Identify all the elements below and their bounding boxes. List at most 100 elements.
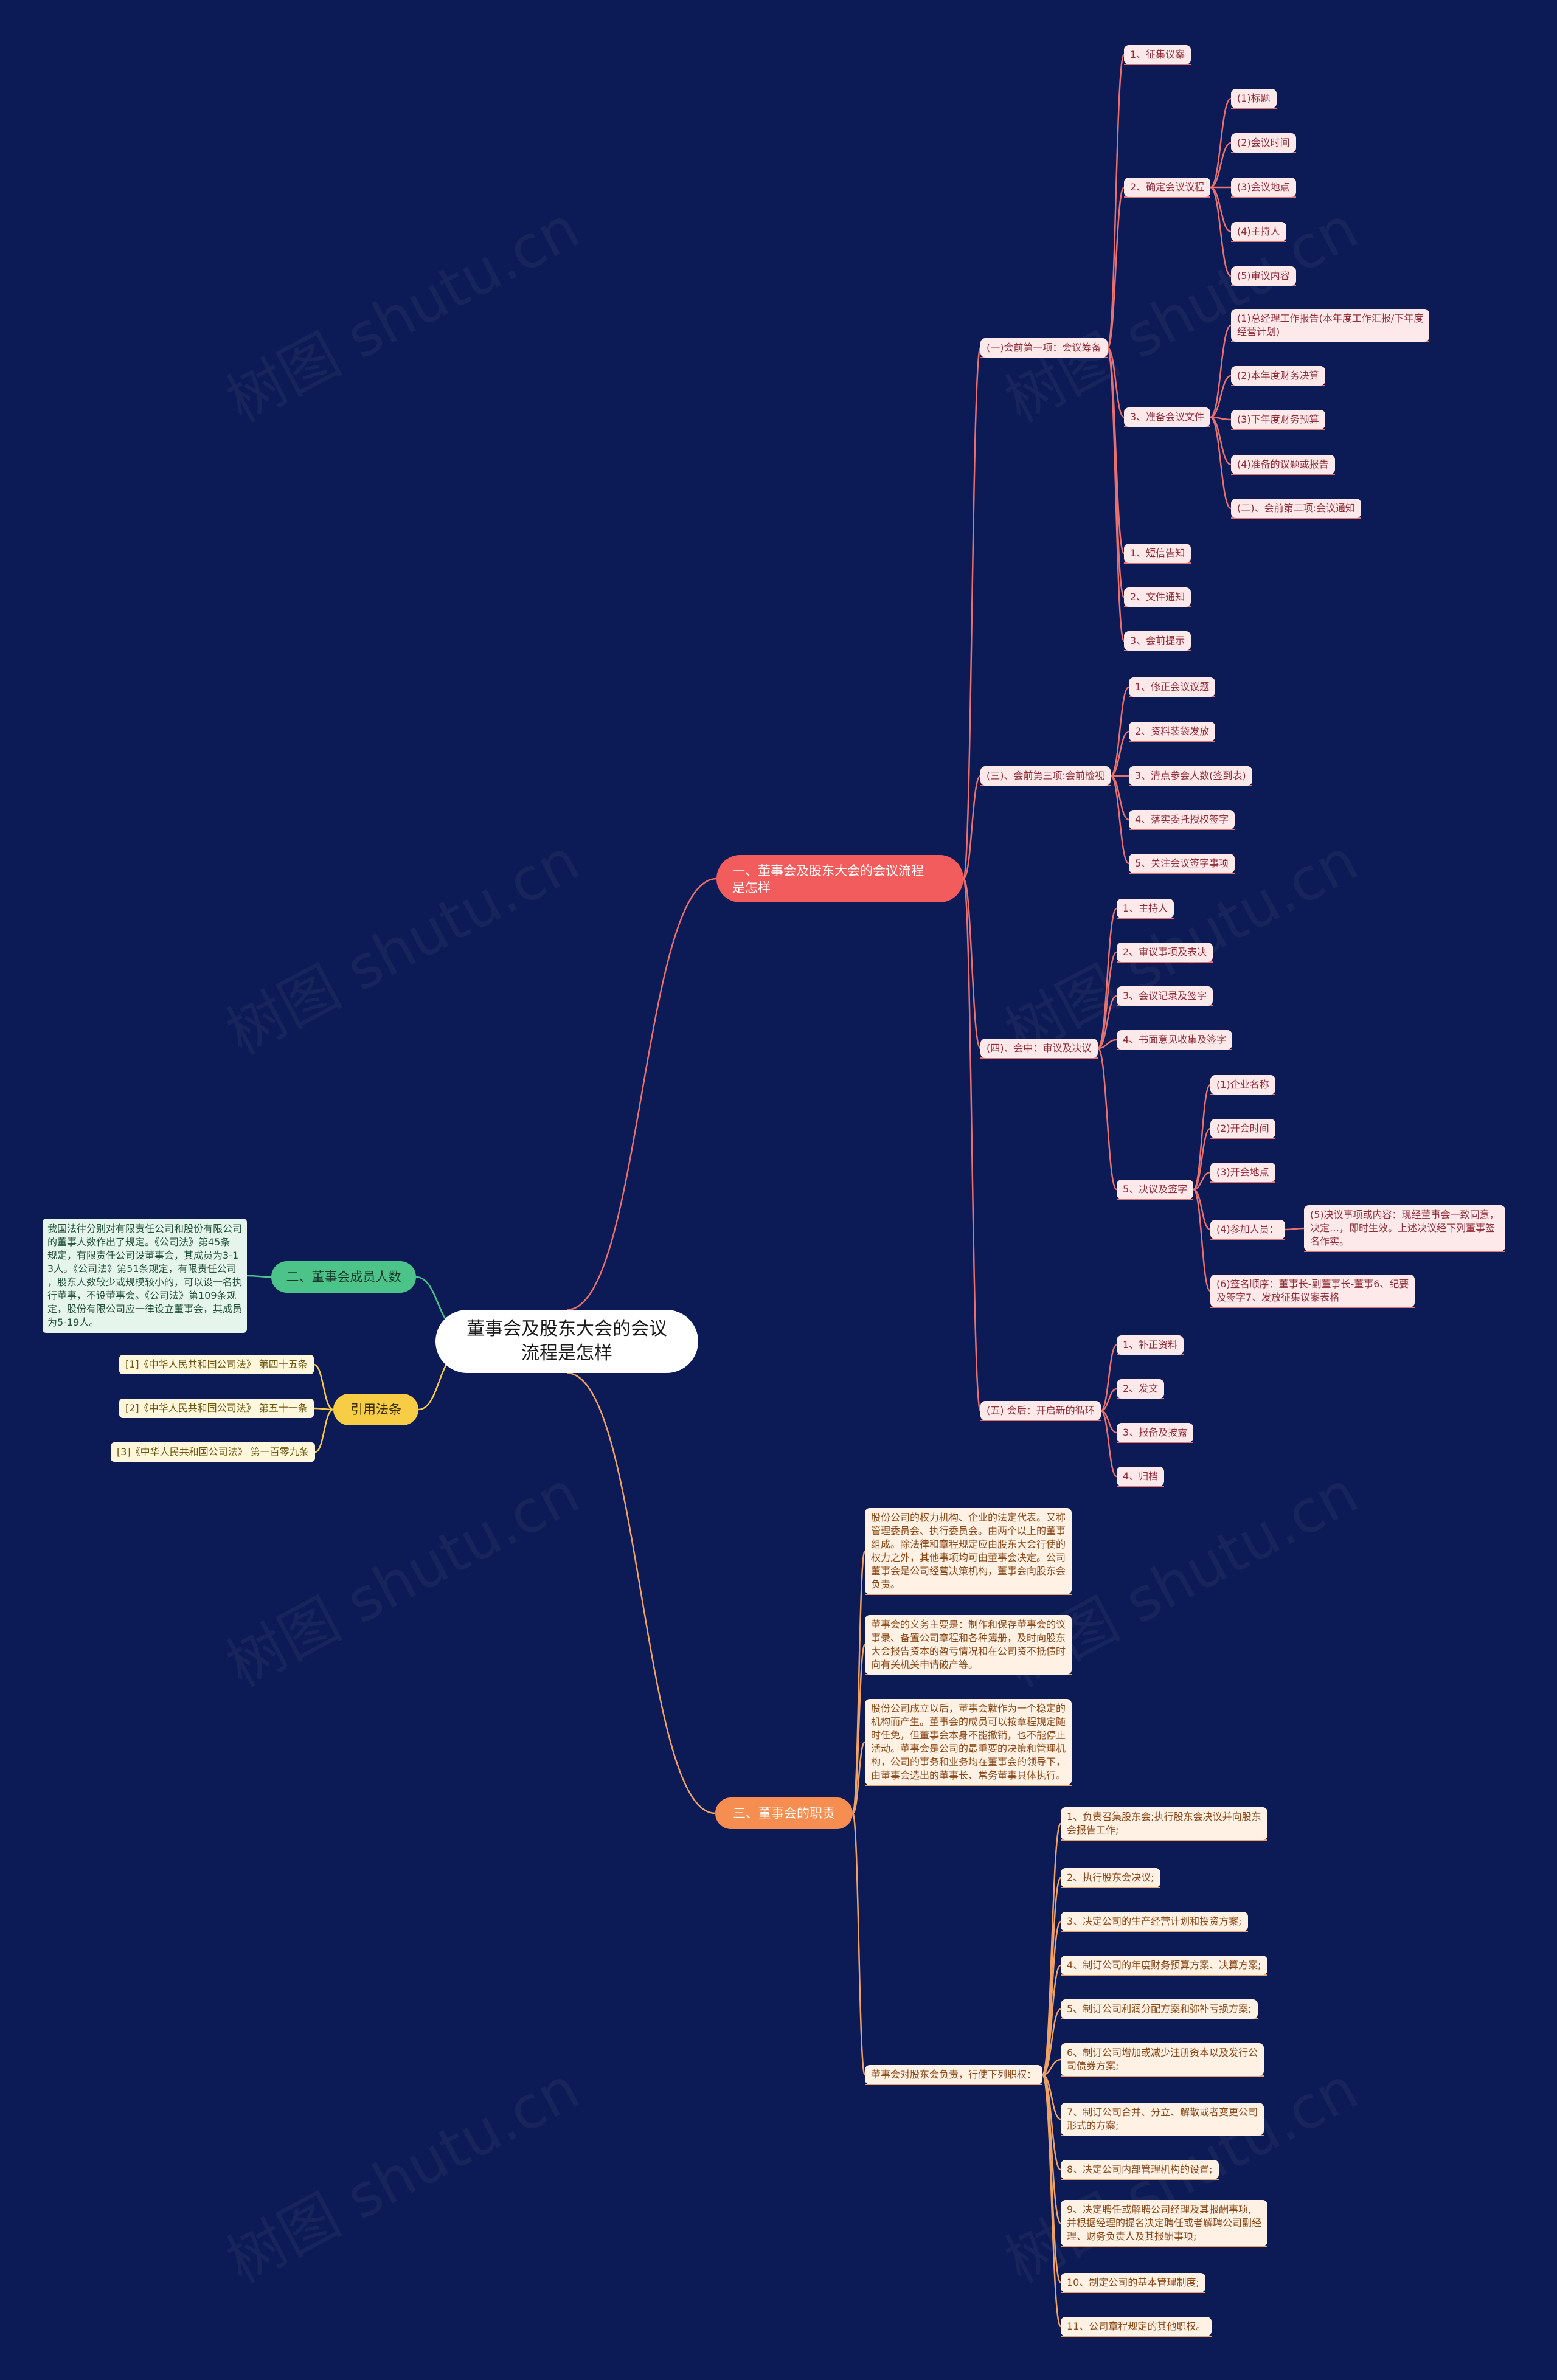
resolution-content[interactable]: (5)决议事项或内容：现经董事会一致同意， 决定…，即时生效。上述决议经下列董事… (1304, 1205, 1505, 1251)
connector-line (1210, 375, 1232, 418)
meeting-item[interactable]: 5、决议及签字 (1117, 1180, 1194, 1199)
duty-item[interactable]: 11、公司章程规定的其他职权。 (1061, 2317, 1212, 2336)
duties-paragraph: 股份公司的权力机构、企业的法定代表。又称 管理委员会、执行委员会。由两个以上的董… (865, 1508, 1072, 1594)
duty-item[interactable]: 10、制定公司的基本管理制度; (1061, 2273, 1205, 2292)
prep-item[interactable]: 3、会前提示 (1124, 631, 1191, 651)
duty-item[interactable]: 2、执行股东会决议; (1061, 1868, 1160, 1887)
duty-item[interactable]: 7、制订公司合并、分立、解散或者变更公司 形式的方案; (1061, 2103, 1264, 2136)
connector-line (1192, 1084, 1212, 1191)
duties-header[interactable]: 董事会对股东会负责，行使下列职权： (865, 2065, 1043, 2084)
connector-line (1193, 1188, 1211, 1231)
resolution-item[interactable]: (3)开会地点 (1210, 1163, 1275, 1182)
prep-item[interactable]: 1、短信告知 (1124, 544, 1191, 563)
connector-line (246, 1275, 272, 1278)
document-item[interactable]: (1)总经理工作报告(本年度工作汇报/下年度 经营计划) (1231, 309, 1430, 342)
connector-line (1097, 907, 1118, 1050)
meeting-item[interactable]: 4、书面意见收集及签字 (1117, 1030, 1233, 1050)
connector-line (1210, 142, 1232, 189)
connector-line (1192, 1188, 1212, 1292)
connector-line (1210, 416, 1232, 510)
connector-line (314, 1408, 334, 1453)
connector-line (1042, 2058, 1061, 2076)
agenda-item[interactable]: (4)主持人 (1231, 222, 1286, 241)
prep-item[interactable]: 2、文件通知 (1124, 587, 1191, 607)
connector-line (1100, 1344, 1117, 1412)
document-item[interactable]: (2)本年度财务决算 (1231, 366, 1325, 386)
subtopic-after-meeting[interactable]: (五) 会后：开启新的循环 (980, 1401, 1101, 1420)
duty-item[interactable]: 3、决定公司的生产经营计划和投资方案; (1061, 1912, 1248, 1931)
connector-line (1097, 1039, 1117, 1050)
duty-item[interactable]: 5、制订公司利润分配方案和弥补亏损方案; (1061, 1999, 1258, 2019)
duties-paragraph: 股份公司成立以后，董事会就作为一个稳定的 机构而产生。董事会的成员可以按章程规定… (865, 1699, 1072, 1785)
connector-line (1106, 347, 1125, 642)
connector-line (1041, 1964, 1062, 2076)
resolution-item[interactable]: (1)企业名称 (1210, 1075, 1275, 1095)
check-item[interactable]: 1、修正会议议题 (1129, 677, 1216, 697)
duty-item[interactable]: 9、决定聘任或解聘公司经理及其报酬事项, 并根据经理的提名决定聘任或者解聘公司副… (1061, 2200, 1268, 2246)
connector-line (1210, 186, 1232, 277)
resolution-item[interactable]: (4)参加人员： (1210, 1220, 1285, 1239)
duty-item[interactable]: 8、决定公司内部管理机构的设置; (1061, 2160, 1219, 2179)
branch-board-duties[interactable]: 三、董事会的职责 (715, 1797, 853, 1829)
duty-item[interactable]: 4、制订公司的年度财务预算方案、决算方案; (1061, 1956, 1267, 1975)
resolution-item[interactable]: (2)开会时间 (1210, 1119, 1275, 1138)
connector-line (1100, 1410, 1117, 1478)
connector-line (1041, 2074, 1062, 2284)
agenda-item[interactable]: (5)审议内容 (1231, 266, 1296, 286)
after-item[interactable]: 1、补正资料 (1117, 1335, 1184, 1355)
document-item[interactable]: (3)下年度财务预算 (1231, 410, 1325, 429)
check-item[interactable]: 5、关注会议签字事项 (1129, 854, 1235, 873)
branch-board-size[interactable]: 二、董事会成员人数 (271, 1261, 416, 1293)
connector-line (1193, 1171, 1211, 1191)
check-item[interactable]: 3、清点参会人数(签到表) (1129, 766, 1252, 786)
check-item[interactable]: 2、资料装袋发放 (1129, 722, 1216, 741)
subtopic-preparation[interactable]: (一)会前第一项：会议筹备 (980, 338, 1108, 358)
law-item[interactable]: [1]《中华人民共和国公司法》 第四十五条 (119, 1355, 314, 1374)
prep-item[interactable]: 2、确定会议议程 (1124, 178, 1211, 197)
connector-line (1042, 2008, 1061, 2076)
connector-line (962, 347, 982, 880)
after-item[interactable]: 2、发文 (1117, 1379, 1165, 1399)
agenda-item[interactable]: (1)标题 (1231, 89, 1277, 108)
after-item[interactable]: 4、归档 (1117, 1467, 1165, 1486)
prep-item[interactable]: 3、准备会议文件 (1124, 407, 1211, 427)
connector-line (1210, 97, 1232, 189)
duty-item[interactable]: 1、负责召集股东会;执行股东会决议并向股东 会报告工作; (1061, 1807, 1267, 1840)
law-item[interactable]: [3]《中华人民共和国公司法》 第一百零九条 (111, 1442, 315, 1462)
check-item[interactable]: 4、落实委托授权签字 (1129, 810, 1235, 829)
branch-cited-laws[interactable]: 引用法条 (333, 1394, 418, 1425)
subtopic-pre-check[interactable]: (三)、会前第三项:会前检视 (980, 766, 1111, 786)
agenda-item[interactable]: (2)会议时间 (1231, 133, 1296, 153)
meeting-item[interactable]: 2、审议事项及表决 (1117, 943, 1213, 962)
connector-line (1110, 775, 1129, 865)
connector-line (566, 877, 717, 1311)
meeting-item[interactable]: 1、主持人 (1117, 899, 1174, 918)
root-topic[interactable]: 董事会及股东大会的会议 流程是怎样 (435, 1310, 698, 1373)
resolution-item[interactable]: (6)签名顺序：董事长-副董事长-董事6、纪要 及签字7、发放征集议案表格 (1210, 1275, 1415, 1307)
connector-line (1097, 1047, 1118, 1191)
after-item[interactable]: 3、报备及披露 (1117, 1423, 1194, 1442)
document-item[interactable]: (4)准备的议题或报告 (1231, 455, 1335, 474)
connector-line (851, 1812, 866, 2076)
connector-line (1210, 186, 1232, 233)
connector-line (313, 1363, 334, 1411)
duty-item[interactable]: 6、制订公司增加或减少注册资本以及发行公 司债券方案; (1061, 2043, 1264, 2076)
connector-line (1285, 1227, 1305, 1231)
agenda-item[interactable]: (3)会议地点 (1231, 178, 1296, 197)
law-item[interactable]: [2]《中华人民共和国公司法》 第五十一条 (119, 1399, 314, 1418)
meeting-item[interactable]: 3、会议记录及签字 (1117, 986, 1213, 1006)
connector-line (962, 877, 982, 1050)
connector-line (1100, 1388, 1117, 1412)
connector-line (1106, 54, 1125, 349)
document-item[interactable]: (二)、会前第二项:会议通知 (1231, 499, 1361, 518)
connector-line (1106, 186, 1125, 349)
connector-line (1193, 1127, 1211, 1191)
branch-meeting-process[interactable]: 一、董事会及股东大会的会议流程 是怎样 (716, 855, 963, 902)
prep-item[interactable]: 1、征集议案 (1124, 45, 1191, 64)
connector-line (962, 775, 982, 880)
connector-line (1110, 686, 1129, 777)
connector-line (1110, 730, 1129, 777)
connector-line (566, 1372, 716, 1814)
subtopic-in-meeting[interactable]: (四)、会中：审议及决议 (980, 1039, 1098, 1058)
